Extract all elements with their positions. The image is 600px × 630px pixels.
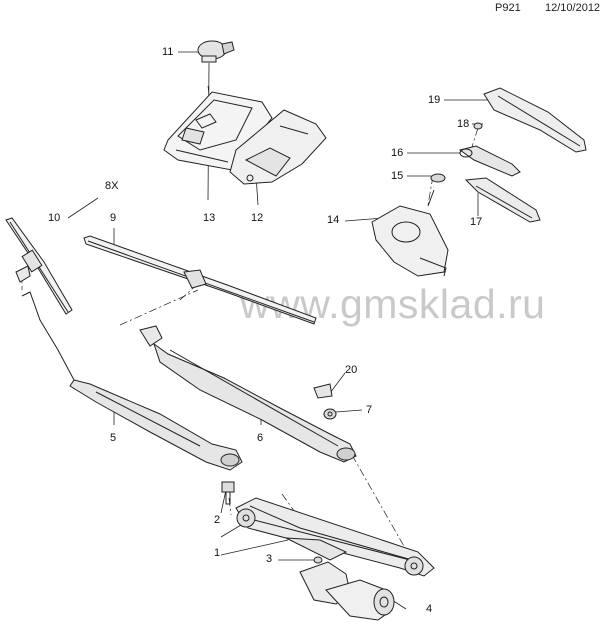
clip-part	[473, 122, 483, 130]
callout-19: 19	[428, 94, 441, 106]
page-date: 12/10/2012	[545, 2, 600, 14]
rain-sensor	[197, 40, 235, 63]
rear-wiper-blade	[464, 177, 541, 223]
callout-20: 20	[345, 364, 358, 376]
callout-18: 18	[457, 118, 470, 130]
callout-3: 3	[266, 553, 273, 565]
callout-5: 5	[110, 432, 117, 444]
callout-10: 10	[48, 212, 61, 224]
page-code: P921	[495, 2, 521, 14]
callout-14: 14	[327, 214, 340, 226]
mirror-cover	[229, 109, 327, 185]
cap-part	[313, 383, 333, 399]
rear-wiper-arm	[458, 145, 521, 177]
rear-wiper-motor	[371, 189, 449, 277]
callout-16: 16	[391, 147, 404, 159]
wiper-blade-right	[83, 235, 317, 325]
callout-11: 11	[162, 46, 174, 58]
grommet-part	[430, 173, 446, 183]
wiper-linkage	[235, 497, 435, 577]
wiper-arm-right	[139, 325, 357, 463]
rear-arm-cover	[483, 87, 587, 153]
nut-part	[323, 408, 337, 420]
wiper-motor	[299, 561, 395, 621]
callout-6: 6	[257, 432, 264, 444]
callout-7: 7	[366, 404, 373, 416]
wiper-blade-left	[5, 217, 73, 315]
screw-part	[313, 556, 323, 564]
callout-15: 15	[391, 170, 404, 182]
watermark: www.gmsklad.ru	[240, 281, 546, 327]
callout-2: 2	[214, 514, 221, 526]
bolt-part	[221, 481, 235, 505]
wiper-arm-left	[21, 291, 243, 471]
callout-4: 4	[426, 603, 433, 615]
callout-13: 13	[203, 212, 216, 224]
callout-9: 9	[110, 212, 117, 224]
callout-12: 12	[251, 212, 264, 224]
callout-17: 17	[470, 216, 483, 228]
callout-8x: 8X	[105, 180, 119, 192]
callout-1: 1	[214, 547, 221, 559]
